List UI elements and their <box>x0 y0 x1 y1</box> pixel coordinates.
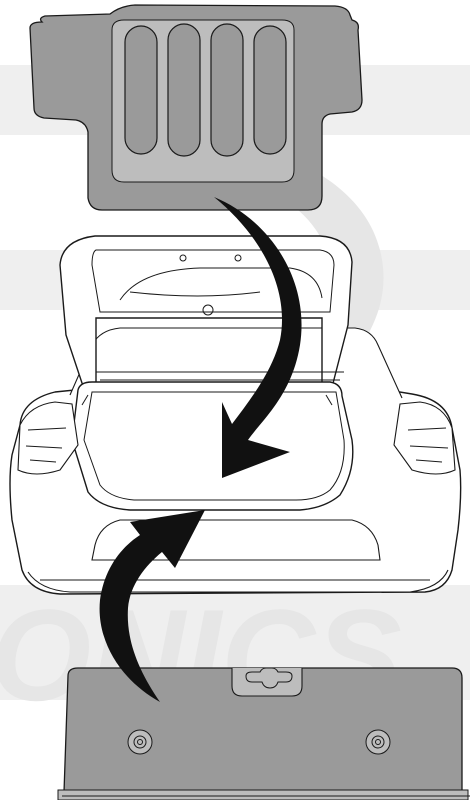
trunk-floor-mat <box>30 5 362 210</box>
trunk-rear-trim-panel <box>58 668 470 800</box>
